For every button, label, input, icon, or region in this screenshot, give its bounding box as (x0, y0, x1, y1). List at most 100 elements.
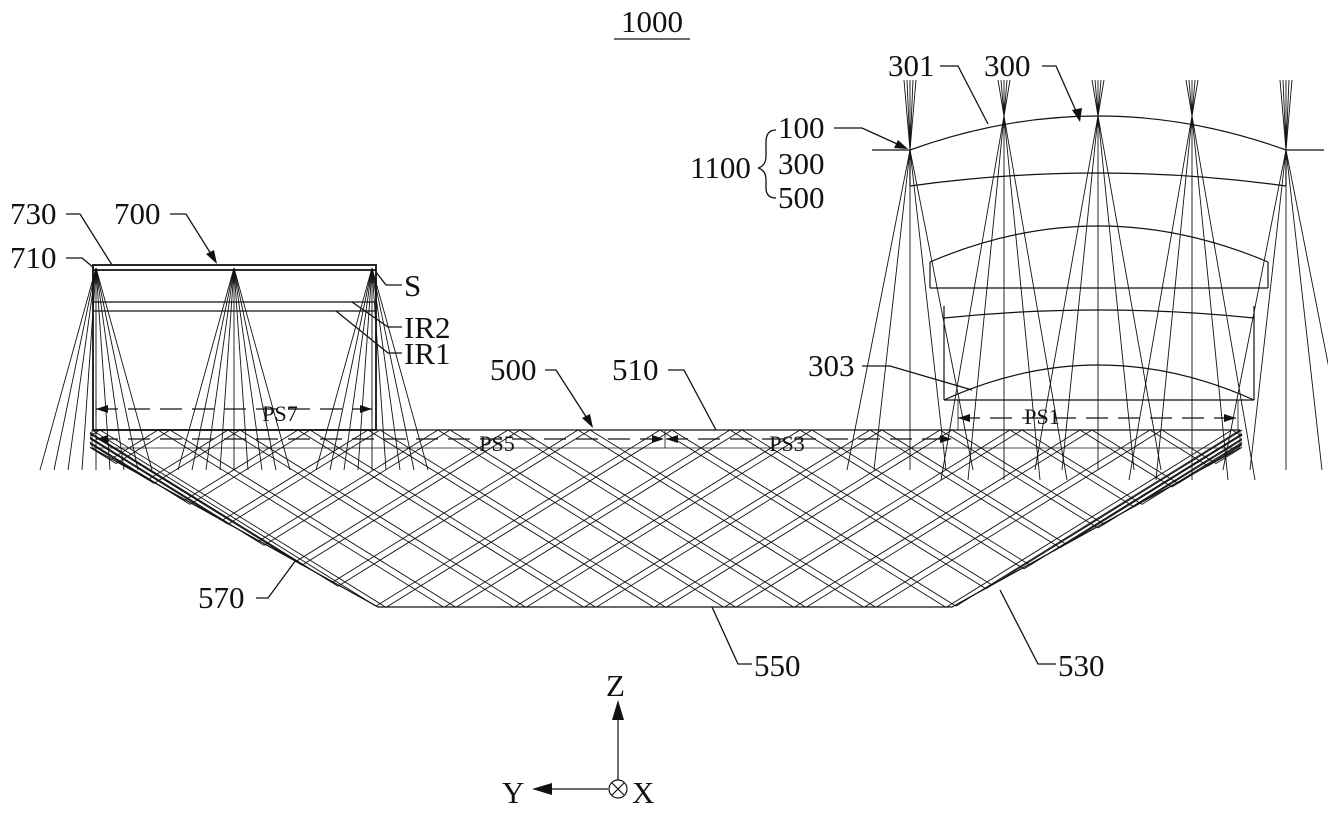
ray-line (95, 267, 139, 471)
ray-line (1133, 439, 1243, 508)
ray-line (53, 267, 97, 471)
ray-line (1207, 444, 1243, 467)
ray-line (295, 429, 509, 562)
ray-line (219, 267, 235, 471)
ray-line (297, 429, 585, 608)
ray-line (315, 267, 373, 471)
span-ps7: PS7 (262, 401, 297, 426)
ray-line (805, 429, 1093, 608)
ray-line (183, 429, 299, 502)
ray-line (455, 429, 743, 608)
axis-y-label: Y (502, 775, 524, 810)
ray-line (95, 267, 125, 471)
ray-line (1191, 79, 1199, 117)
ray-line (221, 429, 369, 521)
span-indicators (95, 400, 1236, 448)
ray-line (846, 149, 911, 471)
ray-line (869, 429, 1061, 549)
leader-lines (66, 65, 1082, 665)
ray-line (1191, 115, 1256, 481)
ray-line (811, 429, 1031, 566)
ray-line (115, 429, 171, 464)
ray-line (189, 429, 311, 505)
ray-line (909, 149, 947, 471)
ray-line (945, 429, 1233, 608)
ray-line (309, 429, 597, 608)
ray-line (1097, 115, 1135, 471)
ray-line (1097, 438, 1243, 529)
ray-line (967, 115, 1005, 481)
ray-line (653, 429, 941, 608)
ray-line (1185, 79, 1193, 117)
ray-line (1059, 434, 1243, 549)
ray-line (385, 429, 673, 608)
ray-line (239, 429, 527, 608)
ray-line (735, 429, 1023, 608)
ray-line (1128, 115, 1193, 481)
ray-line (1091, 429, 1179, 484)
ray-line (729, 429, 987, 590)
ray-line (723, 429, 1011, 608)
label-1100: 1100 (690, 150, 751, 185)
ray-line (519, 429, 807, 608)
ray-line (1249, 149, 1287, 471)
ray-line (1094, 79, 1099, 117)
ray-line (263, 429, 451, 546)
ray-line (1282, 79, 1287, 151)
ray-line (443, 429, 731, 608)
ray-line (301, 429, 521, 566)
ray-line (99, 429, 387, 608)
label-303: 303 (808, 348, 855, 383)
ray-line (997, 79, 1005, 117)
ray-line (1023, 433, 1243, 570)
label-300: 300 (984, 48, 1031, 83)
ray-line (909, 79, 917, 151)
label-s: S (404, 268, 421, 303)
ray-line (1021, 429, 1143, 505)
ray-line (671, 429, 957, 607)
ray-line (955, 429, 1241, 607)
z-arrow-icon (612, 700, 624, 720)
ray-line (1009, 429, 1135, 508)
ray-line (951, 429, 1105, 525)
ray-line (153, 429, 241, 484)
ray-line (1215, 446, 1243, 464)
ray-line (89, 433, 297, 562)
ray-line (985, 429, 1243, 590)
ray-line (67, 267, 97, 471)
x-axis-into-page-icon (608, 779, 628, 799)
label-710: 710 (10, 240, 57, 275)
ray-line (875, 429, 1163, 608)
label-530: 530 (1058, 648, 1105, 683)
ray-line (379, 429, 667, 608)
ray-line (371, 267, 415, 471)
ray-line (233, 267, 291, 471)
label-ir2: IR2 (404, 310, 451, 345)
ray-line (371, 267, 429, 471)
ray-line (233, 267, 249, 471)
axis-x-label: X (632, 775, 654, 810)
ray-line (1285, 149, 1323, 471)
coordinate-axes (532, 700, 628, 799)
ray-line (1097, 115, 1162, 471)
ray-line (583, 429, 871, 608)
ray-line (449, 429, 737, 608)
label-570: 570 (198, 580, 245, 615)
ray-line (337, 429, 591, 587)
label-500: 500 (490, 352, 537, 387)
label-group-500: 500 (778, 180, 825, 215)
ray-line (1003, 79, 1008, 117)
ray-line (909, 79, 914, 151)
ray-line (89, 432, 333, 583)
ray-line (525, 429, 813, 608)
ray-line (257, 429, 439, 542)
label-group-300: 300 (778, 146, 825, 181)
ray-line (909, 149, 974, 471)
ray-line (1003, 115, 1041, 481)
ray-line (371, 267, 387, 471)
ray-line (903, 79, 911, 151)
ray-line (147, 429, 229, 480)
ray-line (1191, 115, 1229, 481)
ray-line (741, 429, 993, 586)
